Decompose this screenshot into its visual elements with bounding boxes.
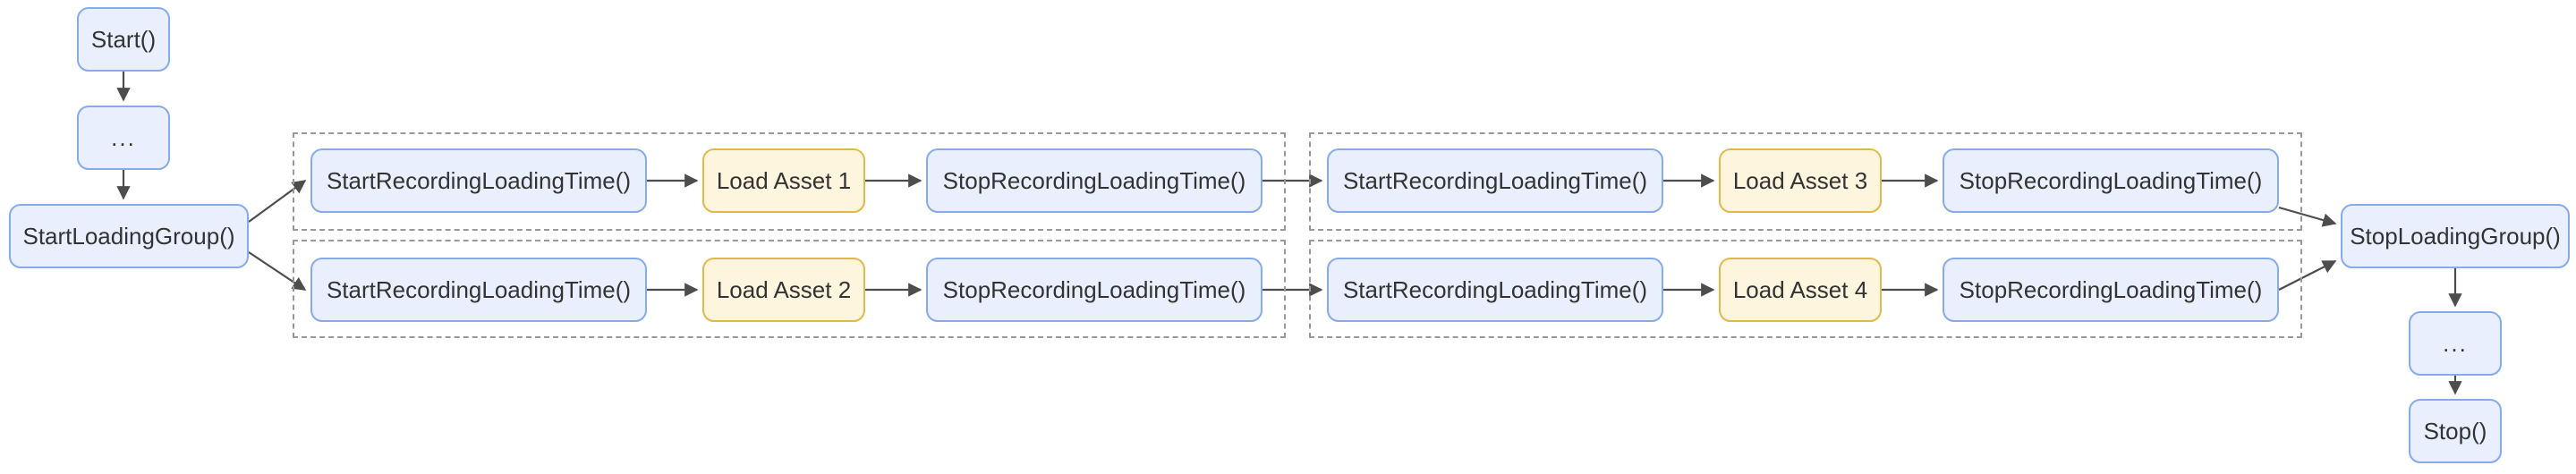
node-load-asset-4[interactable]: Load Asset 4 <box>1719 258 1882 322</box>
node-start-recording-2[interactable]: StartRecordingLoadingTime() <box>310 258 647 322</box>
node-start-loading-group[interactable]: StartLoadingGroup() <box>9 204 249 268</box>
node-start[interactable]: Start() <box>77 7 170 72</box>
node-load-asset-4-label: Load Asset 4 <box>1732 275 1868 303</box>
node-start-recording-3-label: StartRecordingLoadingTime() <box>1342 166 1648 194</box>
node-stop-recording-1-label: StopRecordingLoadingTime() <box>942 166 1246 194</box>
node-load-asset-2[interactable]: Load Asset 2 <box>702 258 865 322</box>
node-start-recording-4[interactable]: StartRecordingLoadingTime() <box>1327 258 1663 322</box>
node-ellipsis-after[interactable]: ... <box>2409 311 2502 376</box>
node-stop-recording-3[interactable]: StopRecordingLoadingTime() <box>1943 148 2279 213</box>
node-stop[interactable]: Stop() <box>2409 399 2502 463</box>
node-stop-recording-3-label: StopRecordingLoadingTime() <box>1959 166 2263 194</box>
node-start-recording-1-label: StartRecordingLoadingTime() <box>326 166 632 194</box>
node-stop-recording-2-label: StopRecordingLoadingTime() <box>942 275 1246 303</box>
node-stop-loading-group[interactable]: StopLoadingGroup() <box>2341 204 2570 268</box>
node-start-recording-3[interactable]: StartRecordingLoadingTime() <box>1327 148 1663 213</box>
node-ellipsis-after-label: ... <box>2443 329 2468 357</box>
node-ellipsis-before-label: ... <box>111 123 136 151</box>
node-start-label: Start() <box>90 25 157 53</box>
node-start-loading-group-label: StartLoadingGroup() <box>22 222 235 250</box>
node-load-asset-3-label: Load Asset 3 <box>1732 166 1868 194</box>
node-stop-recording-4[interactable]: StopRecordingLoadingTime() <box>1943 258 2279 322</box>
node-load-asset-2-label: Load Asset 2 <box>716 275 852 303</box>
node-start-recording-4-label: StartRecordingLoadingTime() <box>1342 275 1648 303</box>
node-stop-loading-group-label: StopLoadingGroup() <box>2350 222 2561 250</box>
node-start-recording-2-label: StartRecordingLoadingTime() <box>326 275 632 303</box>
node-start-recording-1[interactable]: StartRecordingLoadingTime() <box>310 148 647 213</box>
node-stop-recording-1[interactable]: StopRecordingLoadingTime() <box>926 148 1262 213</box>
node-stop-label: Stop() <box>2423 417 2487 444</box>
node-ellipsis-before[interactable]: ... <box>77 106 170 170</box>
node-load-asset-1[interactable]: Load Asset 1 <box>702 148 865 213</box>
node-stop-recording-4-label: StopRecordingLoadingTime() <box>1959 275 2263 303</box>
node-load-asset-1-label: Load Asset 1 <box>716 166 852 194</box>
node-load-asset-3[interactable]: Load Asset 3 <box>1719 148 1882 213</box>
node-stop-recording-2[interactable]: StopRecordingLoadingTime() <box>926 258 1262 322</box>
